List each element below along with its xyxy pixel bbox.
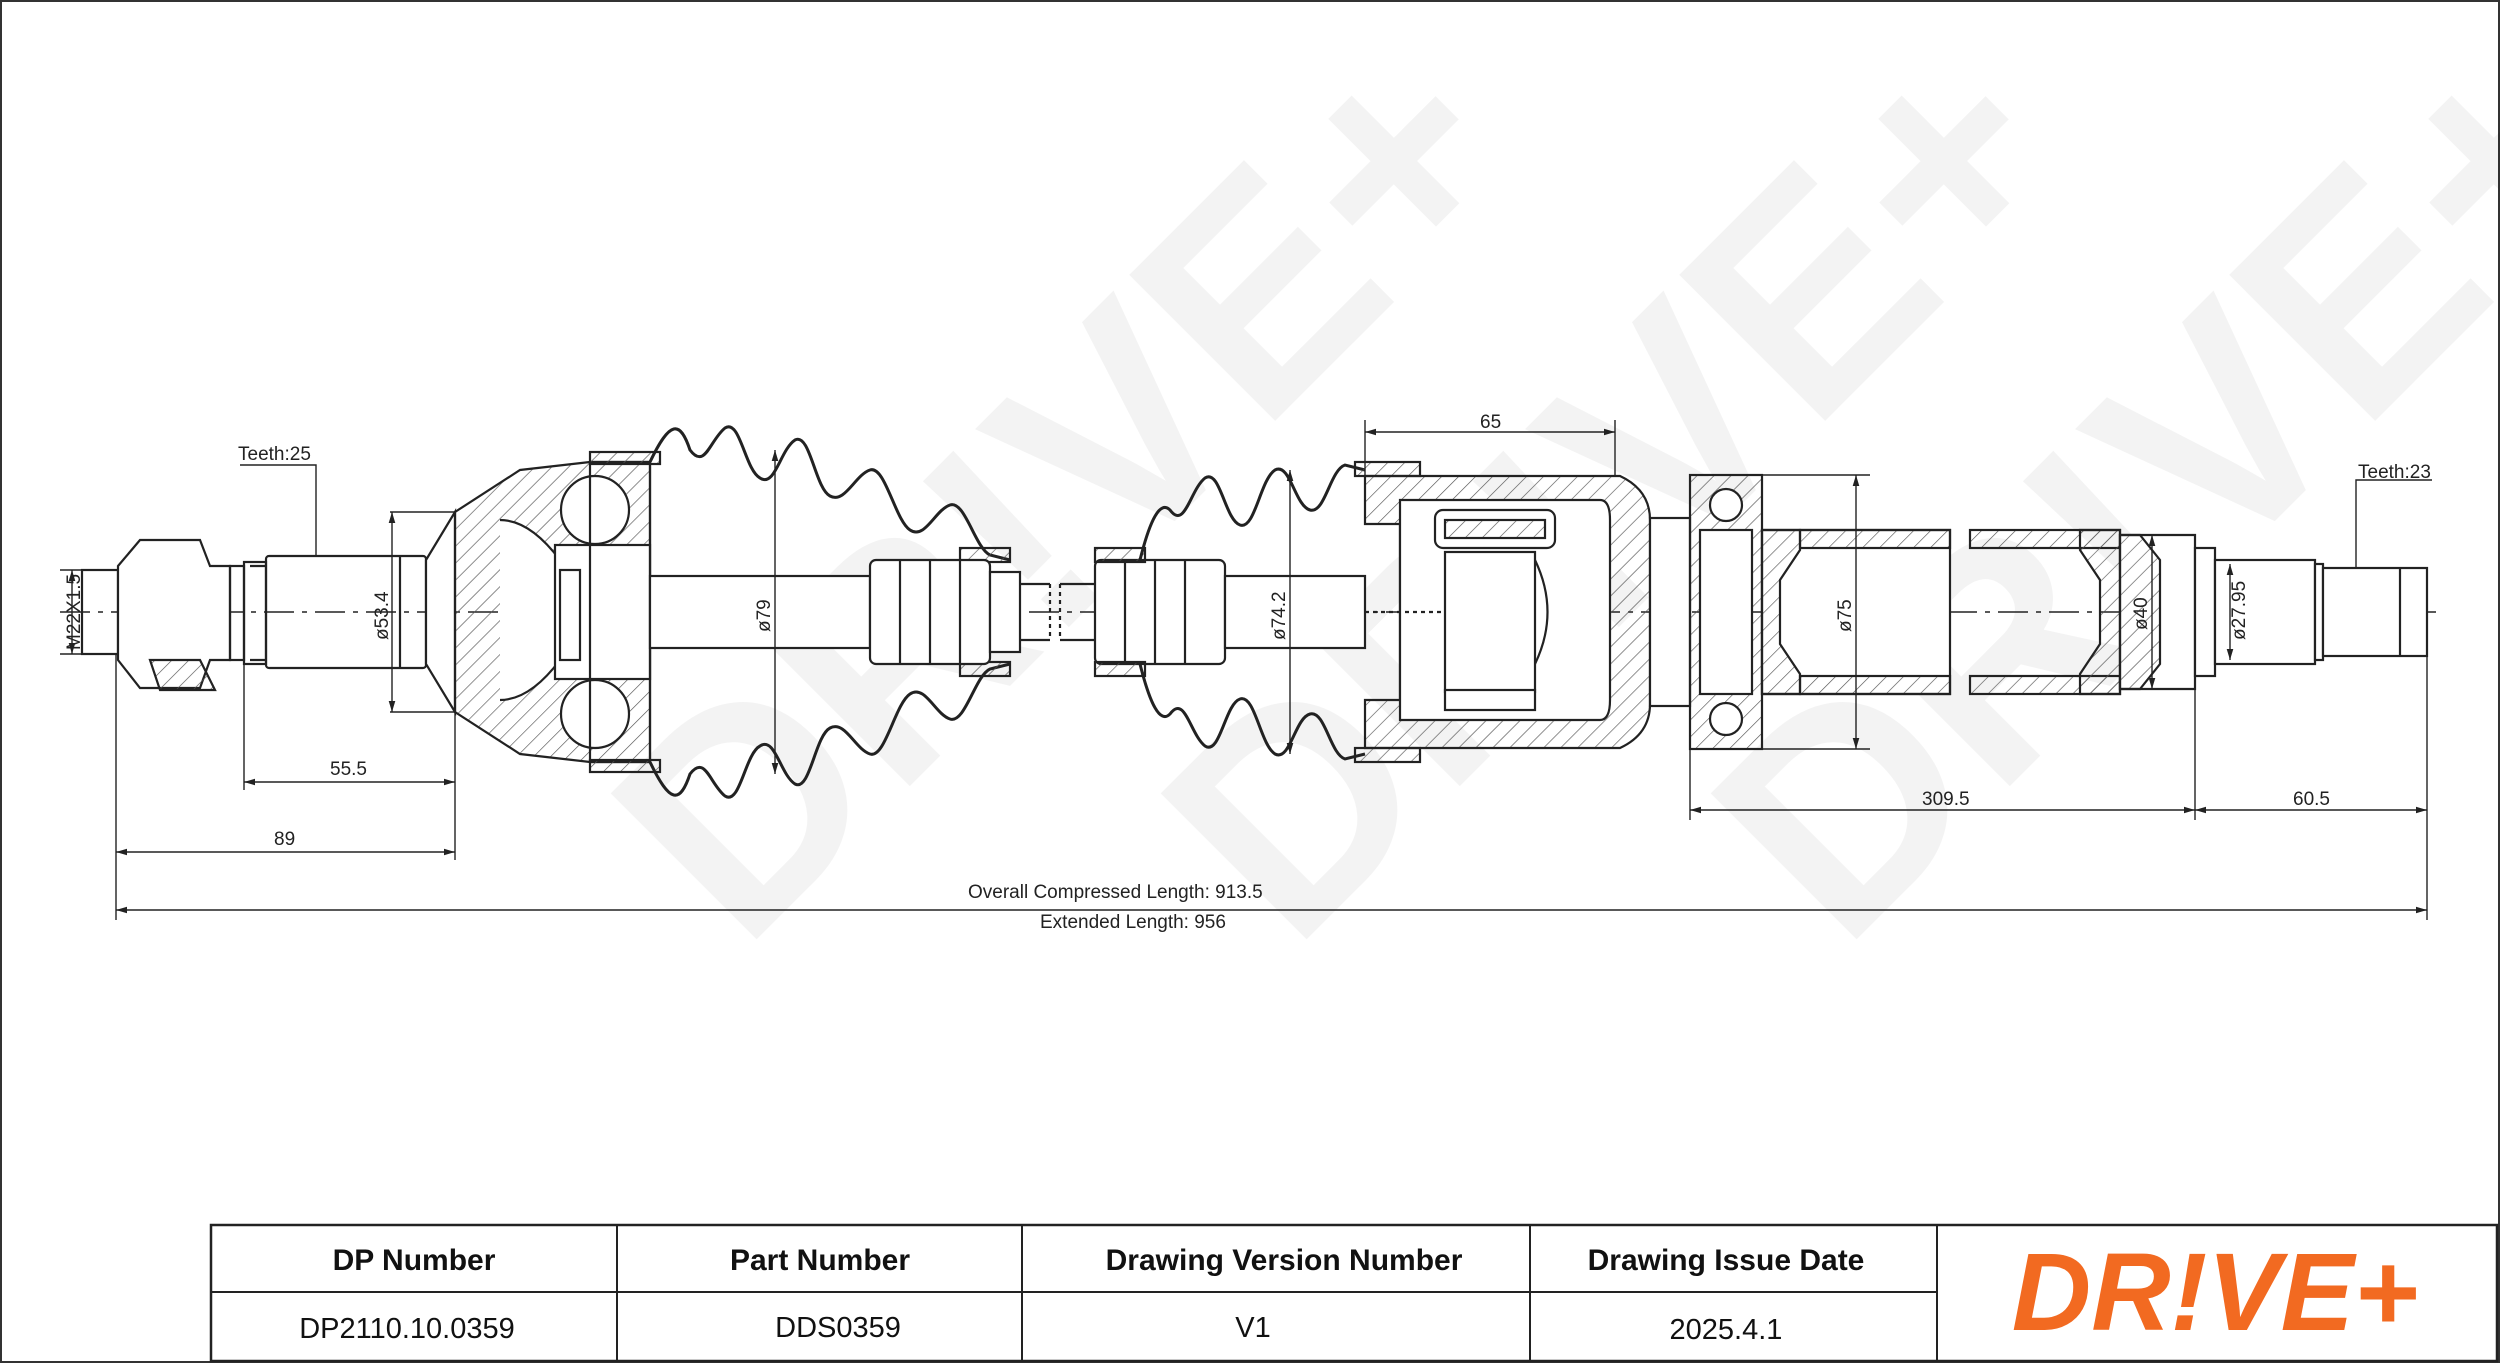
teeth-right-label: Teeth:23 [2358, 462, 2431, 483]
header-part-number: Part Number [730, 1244, 910, 1277]
value-drawing-version: V1 [1235, 1312, 1270, 1344]
left-stub [80, 508, 457, 716]
title-block: DP Number Part Number Drawing Version Nu… [209, 1223, 2499, 1363]
d53-4-label: ø53.4 [372, 591, 393, 640]
left-boot [588, 425, 1012, 799]
len-309-5-label: 309.5 [1922, 789, 1970, 810]
central-shaft [648, 546, 1367, 678]
value-dp-number: DP2110.10.0359 [299, 1313, 515, 1345]
drive-logo: DR!VE+ [2012, 1231, 2418, 1354]
extended-length-label: Extended Length: 956 [1040, 912, 1226, 933]
output-shaft [1648, 473, 2429, 751]
d40-label: ø40 [2131, 597, 2152, 630]
len-55-5-label: 55.5 [330, 759, 367, 780]
thread-label: M22X1.5 [64, 574, 85, 650]
value-part-number: DDS0359 [775, 1312, 901, 1344]
dimension-labels: Teeth:25 Teeth:23 M22X1.5 ø53.4 ø79 ø74.… [64, 412, 2431, 933]
d74-2-label: ø74.2 [1269, 591, 1290, 640]
dimension-lines [60, 420, 2432, 920]
right-boot [1138, 460, 1422, 764]
header-dp-number: DP Number [333, 1244, 496, 1277]
len-65-label: 65 [1480, 412, 1501, 433]
d27-95-label: ø27.95 [2229, 581, 2250, 640]
len-60-5-label: 60.5 [2293, 789, 2330, 810]
d75-label: ø75 [1835, 599, 1856, 632]
overall-compressed-label: Overall Compressed Length: 913.5 [968, 882, 1263, 903]
inner-tripod-joint [1363, 474, 1652, 750]
d79-label: ø79 [754, 599, 775, 632]
teeth-left-label: Teeth:25 [238, 444, 311, 465]
len-89-label: 89 [274, 829, 295, 850]
header-issue-date: Drawing Issue Date [1588, 1244, 1865, 1277]
header-drawing-version: Drawing Version Number [1106, 1244, 1463, 1277]
value-issue-date: 2025.4.1 [1670, 1314, 1783, 1346]
outer-cv-joint [453, 460, 652, 764]
shaft-assembly [60, 420, 2440, 920]
